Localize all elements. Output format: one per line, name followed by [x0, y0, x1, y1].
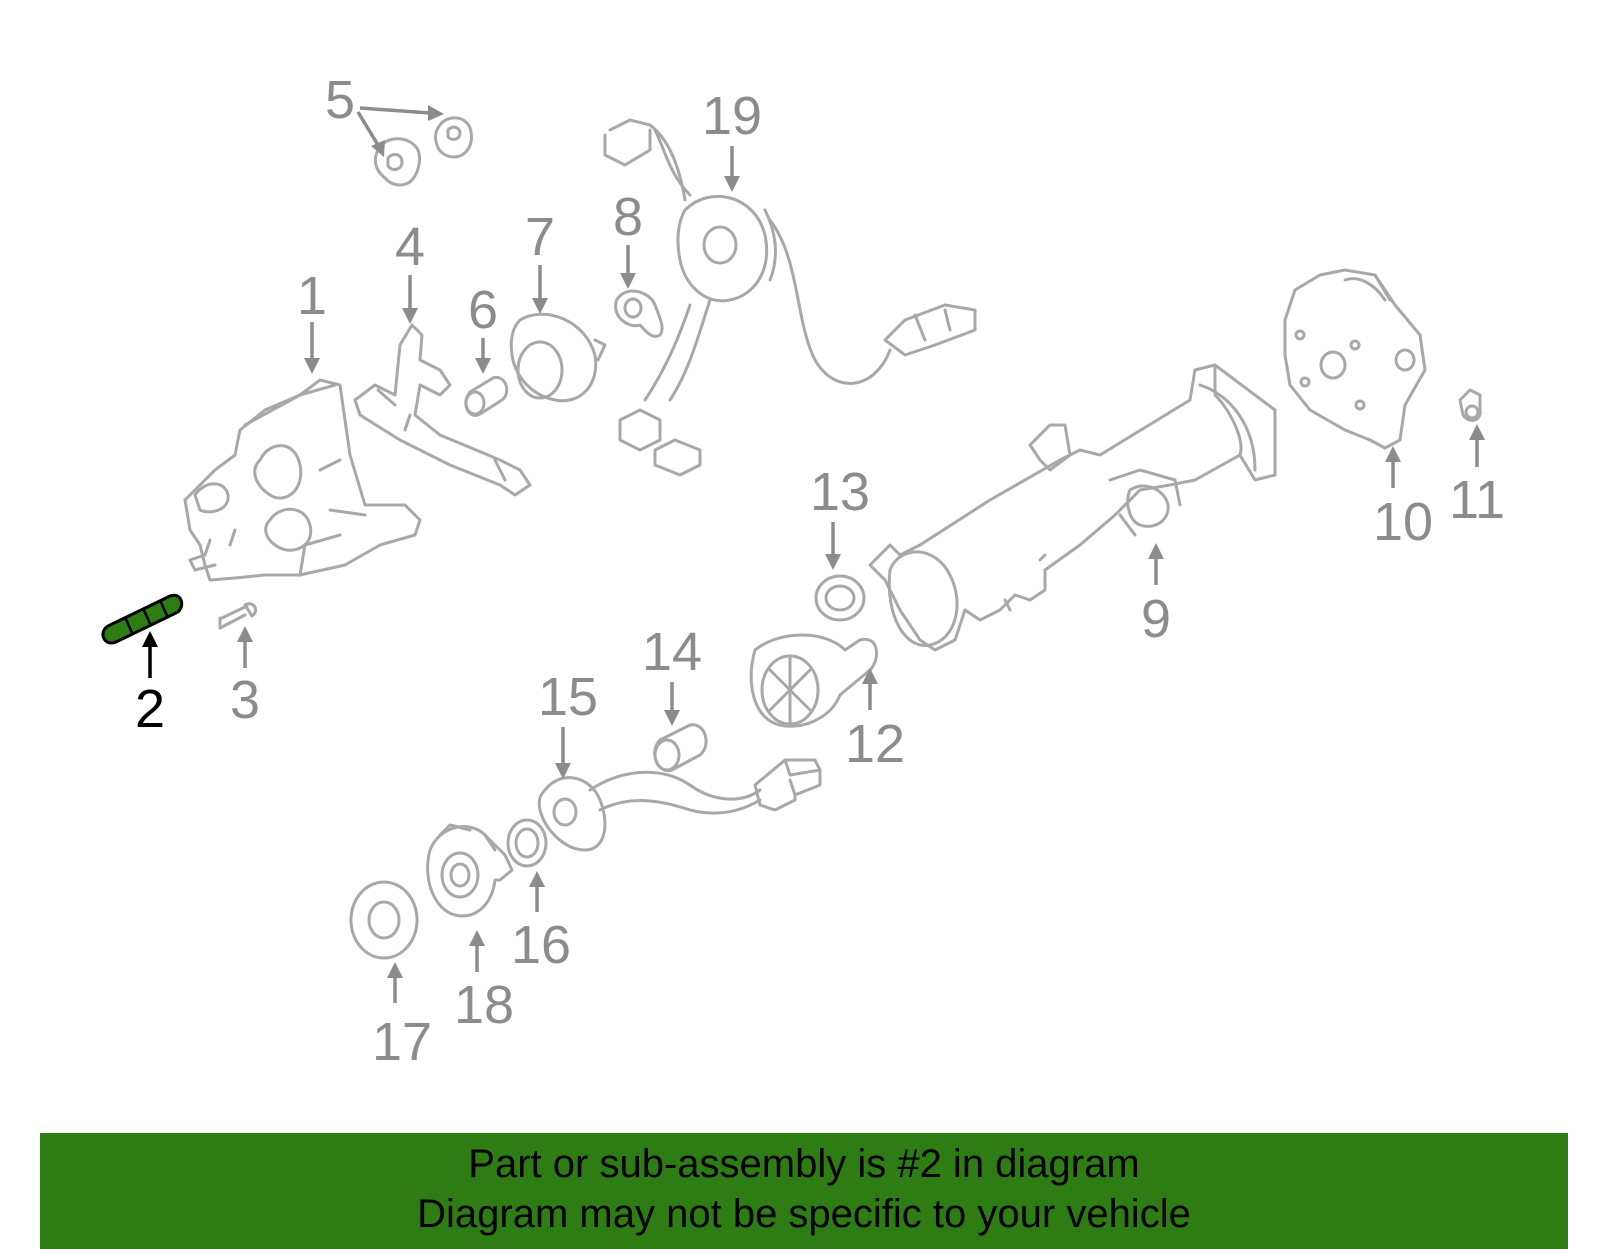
- callout-16: 16: [511, 871, 571, 975]
- part-13-ring[interactable]: [814, 574, 866, 622]
- part-19-clock-spring[interactable]: [603, 118, 977, 477]
- part-5-clips[interactable]: [373, 116, 474, 187]
- callout-label-15: 15: [538, 667, 598, 727]
- callout-5: 5: [325, 70, 444, 157]
- callout-13: 13: [810, 462, 870, 570]
- callout-label-19: 19: [702, 86, 762, 146]
- callout-18: 18: [454, 930, 514, 1035]
- part-11-bolt[interactable]: [1458, 388, 1482, 422]
- callout-label-6: 6: [468, 280, 498, 340]
- callout-1: 1: [297, 266, 327, 374]
- part-14-bushing[interactable]: [653, 723, 708, 773]
- callout-label-2: 2: [135, 679, 165, 739]
- callout-15: 15: [538, 667, 598, 779]
- part-16-washer[interactable]: [506, 818, 548, 868]
- callout-label-18: 18: [454, 975, 514, 1035]
- banner-line-2: Diagram may not be specific to your vehi…: [417, 1192, 1191, 1236]
- callout-label-5: 5: [325, 70, 355, 130]
- callout-label-3: 3: [230, 670, 260, 730]
- callout-label-14: 14: [642, 622, 702, 682]
- callout-label-9: 9: [1141, 589, 1171, 649]
- part-12-bearing[interactable]: [749, 633, 879, 728]
- part-10-plate[interactable]: [1283, 268, 1427, 450]
- info-banner: Part or sub-assembly is #2 in diagram Di…: [40, 1133, 1568, 1249]
- callout-17: 17: [372, 962, 432, 1072]
- callout-7: 7: [525, 207, 555, 314]
- callout-4: 4: [395, 217, 425, 324]
- part-17-washer[interactable]: [349, 880, 419, 960]
- callout-label-4: 4: [395, 217, 425, 277]
- callout-label-10: 10: [1373, 492, 1433, 552]
- callout-label-7: 7: [525, 207, 555, 267]
- callout-9: 9: [1141, 543, 1171, 649]
- callout-label-8: 8: [613, 187, 643, 247]
- callout-label-16: 16: [511, 915, 571, 975]
- part-6-cylinder[interactable]: [464, 375, 509, 417]
- part-18-retainer[interactable]: [426, 823, 514, 918]
- callout-14: 14: [642, 622, 702, 726]
- callout-3: 3: [230, 626, 260, 730]
- callout-6: 6: [468, 280, 498, 374]
- callout-11: 11: [1449, 424, 1505, 530]
- callout-10: 10: [1373, 446, 1433, 552]
- callout-label-17: 17: [372, 1012, 432, 1072]
- part-3-screw[interactable]: [218, 602, 257, 630]
- part-9-column-jacket[interactable]: [868, 363, 1277, 652]
- callout-label-12: 12: [845, 714, 905, 774]
- part-2-pin-highlighted[interactable]: [101, 593, 184, 645]
- callout-2: 2: [135, 631, 165, 739]
- part-7-housing[interactable]: [509, 312, 607, 403]
- callout-label-11: 11: [1449, 470, 1505, 530]
- callout-8: 8: [613, 187, 643, 289]
- part-4-bracket[interactable]: [353, 323, 532, 497]
- part-8-clip[interactable]: [614, 289, 664, 338]
- callout-label-1: 1: [297, 266, 327, 326]
- part-15-switch[interactable]: [537, 758, 822, 852]
- part-1-lock-housing[interactable]: [183, 378, 422, 582]
- banner-line-1: Part or sub-assembly is #2 in diagram: [468, 1142, 1140, 1186]
- callout-label-13: 13: [810, 462, 870, 522]
- callout-19: 19: [702, 86, 762, 192]
- callout-12: 12: [845, 668, 905, 774]
